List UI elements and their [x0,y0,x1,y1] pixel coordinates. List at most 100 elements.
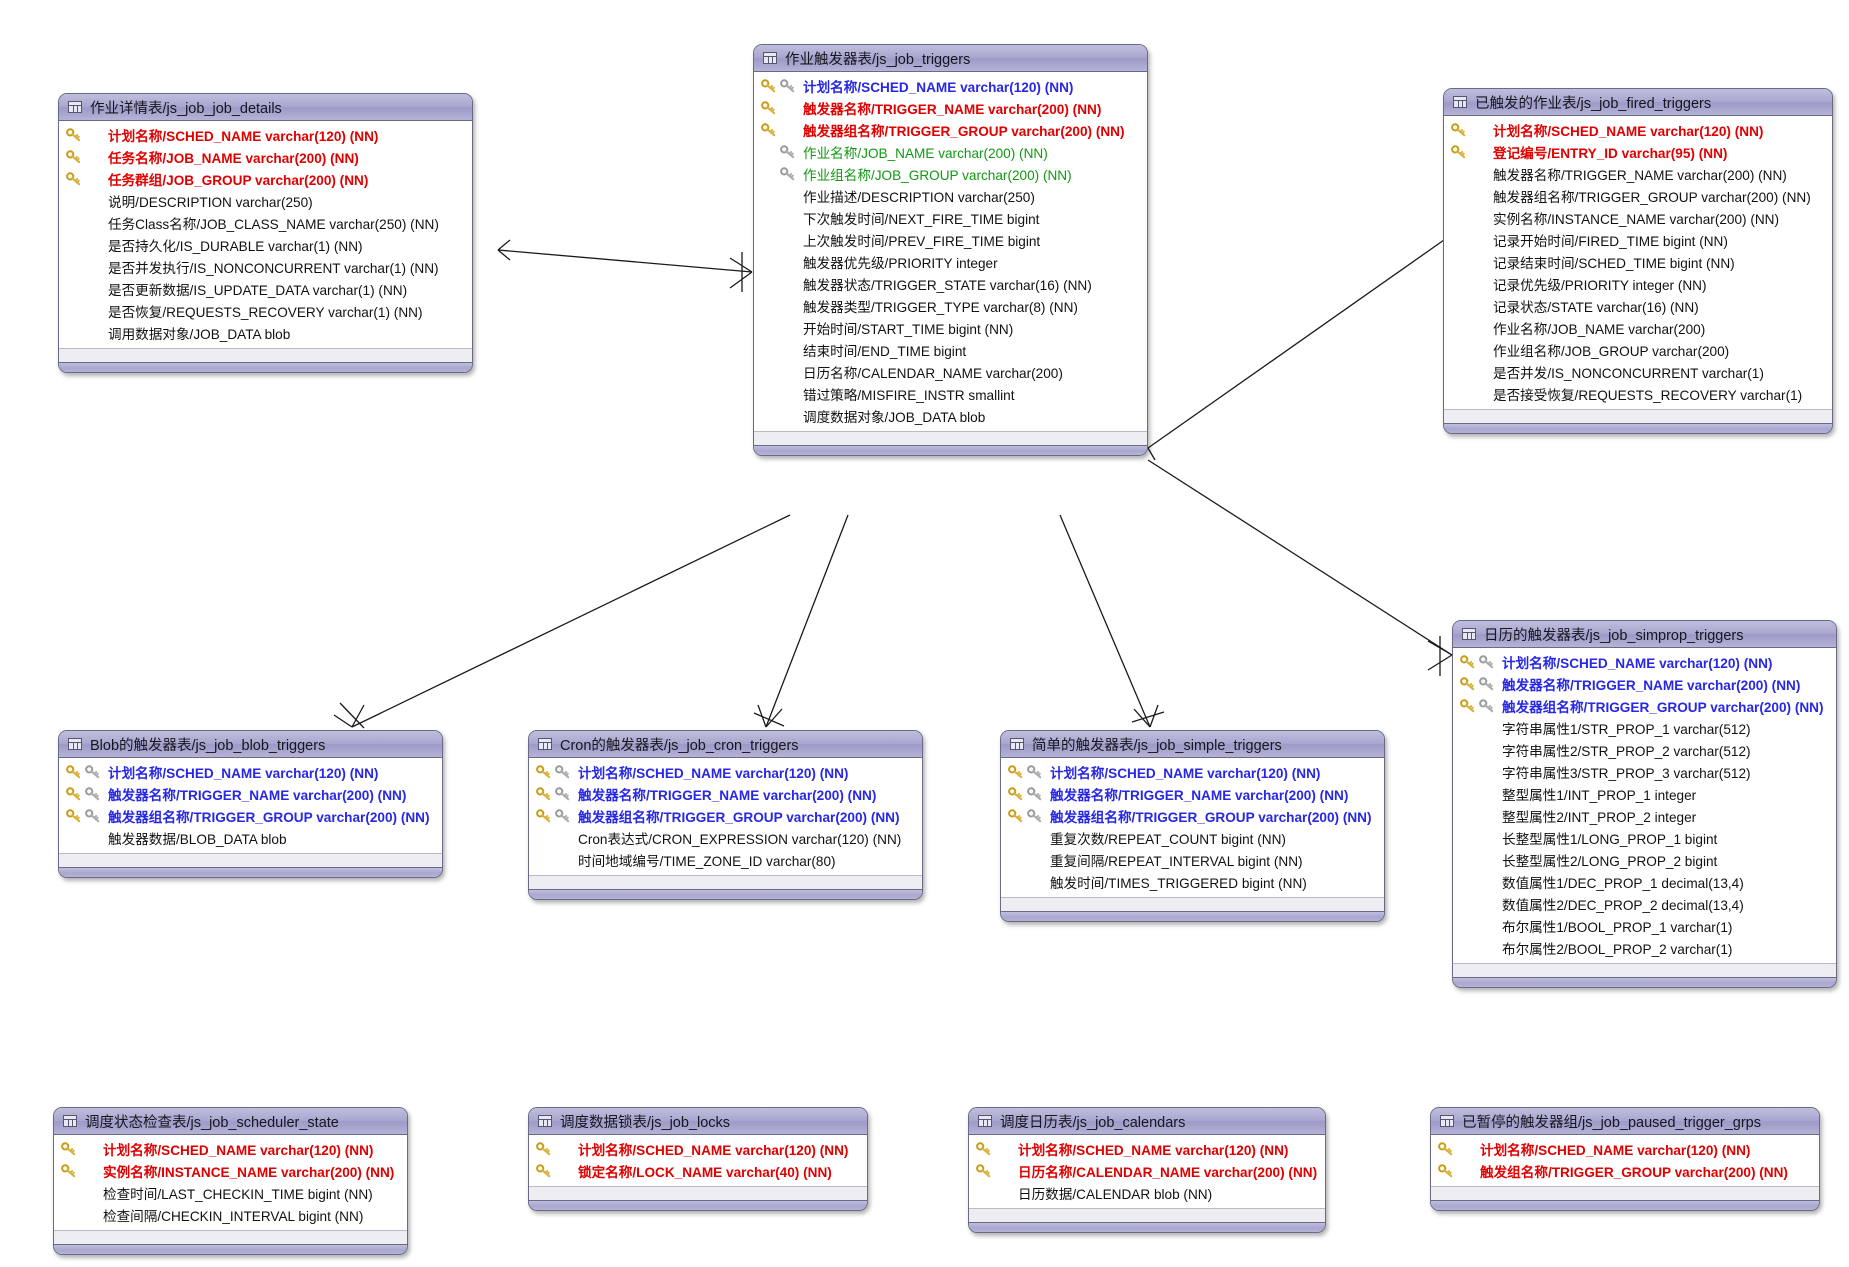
field-row[interactable]: 计划名称/SCHED_NAME varchar(120) (NN) [1453,651,1836,673]
field-row[interactable]: 整型属性2/INT_PROP_2 integer [1453,805,1836,827]
field-row[interactable]: 是否恢复/REQUESTS_RECOVERY varchar(1) (NN) [59,300,472,322]
field-row[interactable]: Cron表达式/CRON_EXPRESSION varchar(120) (NN… [529,827,922,849]
field-row[interactable]: 重复次数/REPEAT_COUNT bigint (NN) [1001,827,1384,849]
field-row[interactable]: 是否更新数据/IS_UPDATE_DATA varchar(1) (NN) [59,278,472,300]
field-row[interactable]: 计划名称/SCHED_NAME varchar(120) (NN) [754,75,1147,97]
field-row[interactable]: 作业名称/JOB_NAME varchar(200) [1444,317,1832,339]
entity-job_paused_trigger_grps[interactable]: 已暂停的触发器组/js_job_paused_trigger_grps 计划名称/… [1430,1107,1820,1211]
field-row[interactable]: 字符串属性1/STR_PROP_1 varchar(512) [1453,717,1836,739]
entity-title-bar[interactable]: 日历的触发器表/js_job_simprop_triggers [1453,621,1836,648]
field-row[interactable]: 布尔属性2/BOOL_PROP_2 varchar(1) [1453,937,1836,959]
field-row[interactable]: 触发器数据/BLOB_DATA blob [59,827,442,849]
field-row[interactable]: 任务名称/JOB_NAME varchar(200) (NN) [59,146,472,168]
field-row[interactable]: 长整型属性2/LONG_PROP_2 bigint [1453,849,1836,871]
field-row[interactable]: 说明/DESCRIPTION varchar(250) [59,190,472,212]
field-row[interactable]: 计划名称/SCHED_NAME varchar(120) (NN) [59,761,442,783]
entity-title-bar[interactable]: 作业详情表/js_job_job_details [59,94,472,121]
field-row[interactable]: 触发器名称/TRIGGER_NAME varchar(200) (NN) [1444,163,1832,185]
entity-title-bar[interactable]: 已暂停的触发器组/js_job_paused_trigger_grps [1431,1108,1819,1135]
field-row[interactable]: 上次触发时间/PREV_FIRE_TIME bigint [754,229,1147,251]
field-row[interactable]: 触发器组名称/TRIGGER_GROUP varchar(200) (NN) [529,805,922,827]
field-row[interactable]: 字符串属性2/STR_PROP_2 varchar(512) [1453,739,1836,761]
entity-job_simprop_triggers[interactable]: 日历的触发器表/js_job_simprop_triggers 计划名称/SCHE… [1452,620,1837,988]
entity-job_scheduler_state[interactable]: 调度状态检查表/js_job_scheduler_state 计划名称/SCHED… [53,1107,408,1255]
field-row[interactable]: 触发器类型/TRIGGER_TYPE varchar(8) (NN) [754,295,1147,317]
field-row[interactable]: 调用数据对象/JOB_DATA blob [59,322,472,344]
field-row[interactable]: 作业名称/JOB_NAME varchar(200) (NN) [754,141,1147,163]
field-row[interactable]: 触发器名称/TRIGGER_NAME varchar(200) (NN) [1453,673,1836,695]
field-row[interactable]: 计划名称/SCHED_NAME varchar(120) (NN) [59,124,472,146]
entity-title-bar[interactable]: 调度数据锁表/js_job_locks [529,1108,867,1135]
field-row[interactable]: 作业组名称/JOB_GROUP varchar(200) [1444,339,1832,361]
entity-job_calendars[interactable]: 调度日历表/js_job_calendars 计划名称/SCHED_NAME va… [968,1107,1326,1233]
field-row[interactable]: 是否持久化/IS_DURABLE varchar(1) (NN) [59,234,472,256]
entity-job_blob_triggers[interactable]: Blob的触发器表/js_job_blob_triggers 计划名称/SCHED… [58,730,443,878]
field-row[interactable]: 重复间隔/REPEAT_INTERVAL bigint (NN) [1001,849,1384,871]
field-row[interactable]: 开始时间/START_TIME bigint (NN) [754,317,1147,339]
field-row[interactable]: 触发器名称/TRIGGER_NAME varchar(200) (NN) [754,97,1147,119]
field-row[interactable]: 作业描述/DESCRIPTION varchar(250) [754,185,1147,207]
field-row[interactable]: 数值属性2/DEC_PROP_2 decimal(13,4) [1453,893,1836,915]
field-row[interactable]: 计划名称/SCHED_NAME varchar(120) (NN) [529,761,922,783]
field-row[interactable]: 任务Class名称/JOB_CLASS_NAME varchar(250) (N… [59,212,472,234]
field-row[interactable]: 布尔属性1/BOOL_PROP_1 varchar(1) [1453,915,1836,937]
field-row[interactable]: 数值属性1/DEC_PROP_1 decimal(13,4) [1453,871,1836,893]
field-row[interactable]: 锁定名称/LOCK_NAME varchar(40) (NN) [529,1160,867,1182]
field-row[interactable]: 登记编号/ENTRY_ID varchar(95) (NN) [1444,141,1832,163]
field-row[interactable]: 作业组名称/JOB_GROUP varchar(200) (NN) [754,163,1147,185]
field-row[interactable]: 触发时间/TIMES_TRIGGERED bigint (NN) [1001,871,1384,893]
field-row[interactable]: 任务群组/JOB_GROUP varchar(200) (NN) [59,168,472,190]
field-row[interactable]: 触发器名称/TRIGGER_NAME varchar(200) (NN) [59,783,442,805]
entity-title-bar[interactable]: 调度日历表/js_job_calendars [969,1108,1325,1135]
entity-job_locks[interactable]: 调度数据锁表/js_job_locks 计划名称/SCHED_NAME varch… [528,1107,868,1211]
field-row[interactable]: 记录结束时间/SCHED_TIME bigint (NN) [1444,251,1832,273]
field-row[interactable]: 错过策略/MISFIRE_INSTR smallint [754,383,1147,405]
field-row[interactable]: 触发器名称/TRIGGER_NAME varchar(200) (NN) [1001,783,1384,805]
field-row[interactable]: 检查间隔/CHECKIN_INTERVAL bigint (NN) [54,1204,407,1226]
field-row[interactable]: 时间地域编号/TIME_ZONE_ID varchar(80) [529,849,922,871]
field-row[interactable]: 是否接受恢复/REQUESTS_RECOVERY varchar(1) [1444,383,1832,405]
field-row[interactable]: 下次触发时间/NEXT_FIRE_TIME bigint [754,207,1147,229]
field-row[interactable]: 触发器组名称/TRIGGER_GROUP varchar(200) (NN) [59,805,442,827]
field-row[interactable]: 检查时间/LAST_CHECKIN_TIME bigint (NN) [54,1182,407,1204]
field-row[interactable]: 记录优先级/PRIORITY integer (NN) [1444,273,1832,295]
entity-title-bar[interactable]: Blob的触发器表/js_job_blob_triggers [59,731,442,758]
field-row[interactable]: 计划名称/SCHED_NAME varchar(120) (NN) [1001,761,1384,783]
entity-job_job_details[interactable]: 作业详情表/js_job_job_details 计划名称/SCHED_NAME … [58,93,473,373]
field-row[interactable]: 是否并发执行/IS_NONCONCURRENT varchar(1) (NN) [59,256,472,278]
field-row[interactable]: 计划名称/SCHED_NAME varchar(120) (NN) [529,1138,867,1160]
field-row[interactable]: 实例名称/INSTANCE_NAME varchar(200) (NN) [1444,207,1832,229]
field-row[interactable]: 长整型属性1/LONG_PROP_1 bigint [1453,827,1836,849]
field-row[interactable]: 触发器组名称/TRIGGER_GROUP varchar(200) (NN) [754,119,1147,141]
field-row[interactable]: 触发器组名称/TRIGGER_GROUP varchar(200) (NN) [1453,695,1836,717]
field-row[interactable]: 记录开始时间/FIRED_TIME bigint (NN) [1444,229,1832,251]
field-row[interactable]: 实例名称/INSTANCE_NAME varchar(200) (NN) [54,1160,407,1182]
field-row[interactable]: 触发器优先级/PRIORITY integer [754,251,1147,273]
field-row[interactable]: 调度数据对象/JOB_DATA blob [754,405,1147,427]
field-row[interactable]: 计划名称/SCHED_NAME varchar(120) (NN) [969,1138,1325,1160]
field-row[interactable]: 结束时间/END_TIME bigint [754,339,1147,361]
entity-job_triggers[interactable]: 作业触发器表/js_job_triggers 计划名称/SCHED_NAME va… [753,44,1148,456]
field-row[interactable]: 是否并发/IS_NONCONCURRENT varchar(1) [1444,361,1832,383]
entity-title-bar[interactable]: 作业触发器表/js_job_triggers [754,45,1147,72]
field-row[interactable]: 触发器状态/TRIGGER_STATE varchar(16) (NN) [754,273,1147,295]
entity-job_fired_triggers[interactable]: 已触发的作业表/js_job_fired_triggers 计划名称/SCHED_… [1443,88,1833,434]
field-row[interactable]: 整型属性1/INT_PROP_1 integer [1453,783,1836,805]
field-row[interactable]: 触发器组名称/TRIGGER_GROUP varchar(200) (NN) [1444,185,1832,207]
field-row[interactable]: 日历名称/CALENDAR_NAME varchar(200) (NN) [969,1160,1325,1182]
field-row[interactable]: 计划名称/SCHED_NAME varchar(120) (NN) [1444,119,1832,141]
field-row[interactable]: 日历名称/CALENDAR_NAME varchar(200) [754,361,1147,383]
field-row[interactable]: 记录状态/STATE varchar(16) (NN) [1444,295,1832,317]
field-row[interactable]: 计划名称/SCHED_NAME varchar(120) (NN) [1431,1138,1819,1160]
field-row[interactable]: 触发器名称/TRIGGER_NAME varchar(200) (NN) [529,783,922,805]
field-row[interactable]: 计划名称/SCHED_NAME varchar(120) (NN) [54,1138,407,1160]
entity-title-bar[interactable]: 简单的触发器表/js_job_simple_triggers [1001,731,1384,758]
entity-job_simple_triggers[interactable]: 简单的触发器表/js_job_simple_triggers 计划名称/SCHED… [1000,730,1385,922]
entity-title-bar[interactable]: 调度状态检查表/js_job_scheduler_state [54,1108,407,1135]
field-row[interactable]: 字符串属性3/STR_PROP_3 varchar(512) [1453,761,1836,783]
field-row[interactable]: 触发组名称/TRIGGER_GROUP varchar(200) (NN) [1431,1160,1819,1182]
entity-title-bar[interactable]: 已触发的作业表/js_job_fired_triggers [1444,89,1832,116]
field-row[interactable]: 触发器组名称/TRIGGER_GROUP varchar(200) (NN) [1001,805,1384,827]
field-row[interactable]: 日历数据/CALENDAR blob (NN) [969,1182,1325,1204]
